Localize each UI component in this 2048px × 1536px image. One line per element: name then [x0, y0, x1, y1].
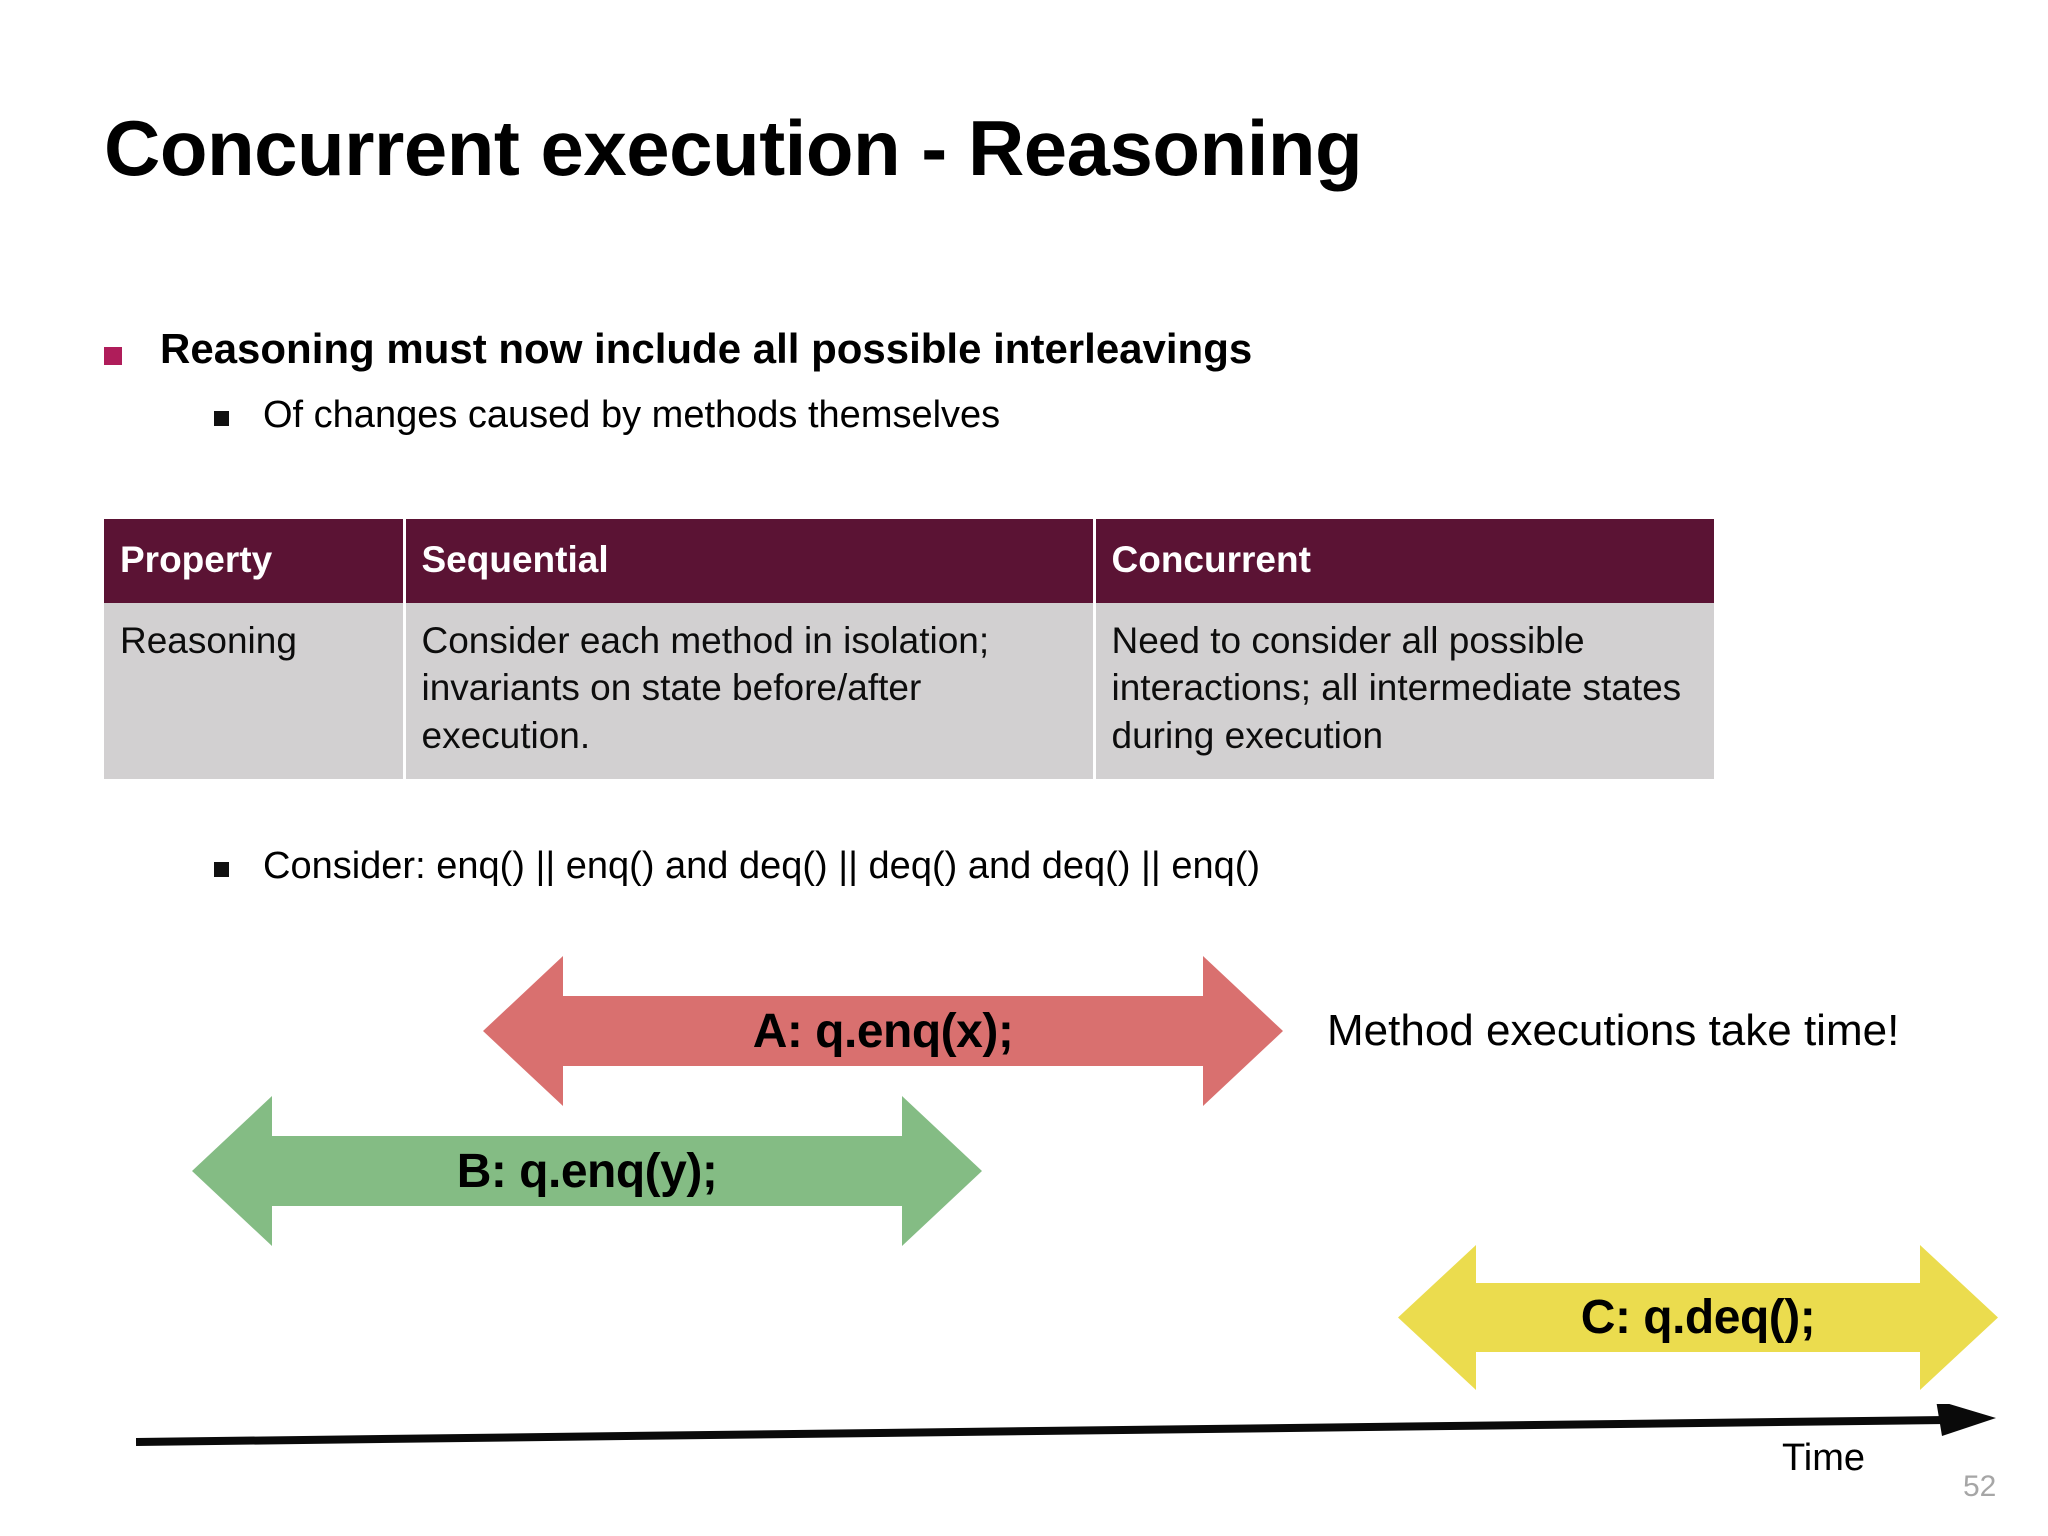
time-axis-arrow [135, 1400, 1996, 1469]
timeline-arrow-c: C: q.deq(); [1398, 1245, 1998, 1390]
timeline-note: Method executions take time! [1327, 1006, 1900, 1055]
page-number: 52 [1963, 1470, 1997, 1503]
table-header-property: Property [104, 519, 406, 603]
double-arrow-icon [1398, 1245, 1998, 1390]
table-header-concurrent: Concurrent [1094, 519, 1714, 603]
bullet-level2-label-b: Consider: enq() || enq() and deq() || de… [263, 845, 1261, 887]
table-header-sequential: Sequential [404, 519, 1096, 603]
table-header-row: Property Sequential Concurrent [104, 519, 1714, 603]
timeline-arrow-a: A: q.enq(x); [483, 956, 1283, 1106]
bullet-square-icon [104, 347, 122, 365]
right-arrow-icon [135, 1400, 1996, 1446]
page-title: Concurrent execution - Reasoning [104, 104, 1363, 192]
timeline-arrow-b: B: q.enq(y); [192, 1096, 982, 1246]
time-axis-label: Time [1782, 1437, 1866, 1479]
cell-concurrent: Need to consider all possible interactio… [1094, 603, 1714, 780]
table-row: Reasoning Consider each method in isolat… [104, 603, 1714, 780]
bullet-level1-reasoning: Reasoning must now include all possible … [104, 325, 1252, 373]
bullet-level2-label-a: Of changes caused by methods themselves [263, 394, 1001, 436]
sub-bullet-square-icon [214, 411, 229, 426]
cell-property: Reasoning [104, 603, 406, 780]
double-arrow-icon [483, 956, 1283, 1106]
cell-sequential: Consider each method in isolation; invar… [404, 603, 1096, 780]
bullet-level1-label: Reasoning must now include all possible … [160, 325, 1253, 372]
sub-bullet-square-icon [214, 862, 229, 877]
bullet-level2-consider: Consider: enq() || enq() and deq() || de… [214, 845, 1260, 889]
comparison-table: Property Sequential Concurrent Reasoning… [104, 519, 1714, 780]
bullet-level2-changes: Of changes caused by methods themselves [214, 394, 1000, 438]
double-arrow-icon [192, 1096, 982, 1246]
